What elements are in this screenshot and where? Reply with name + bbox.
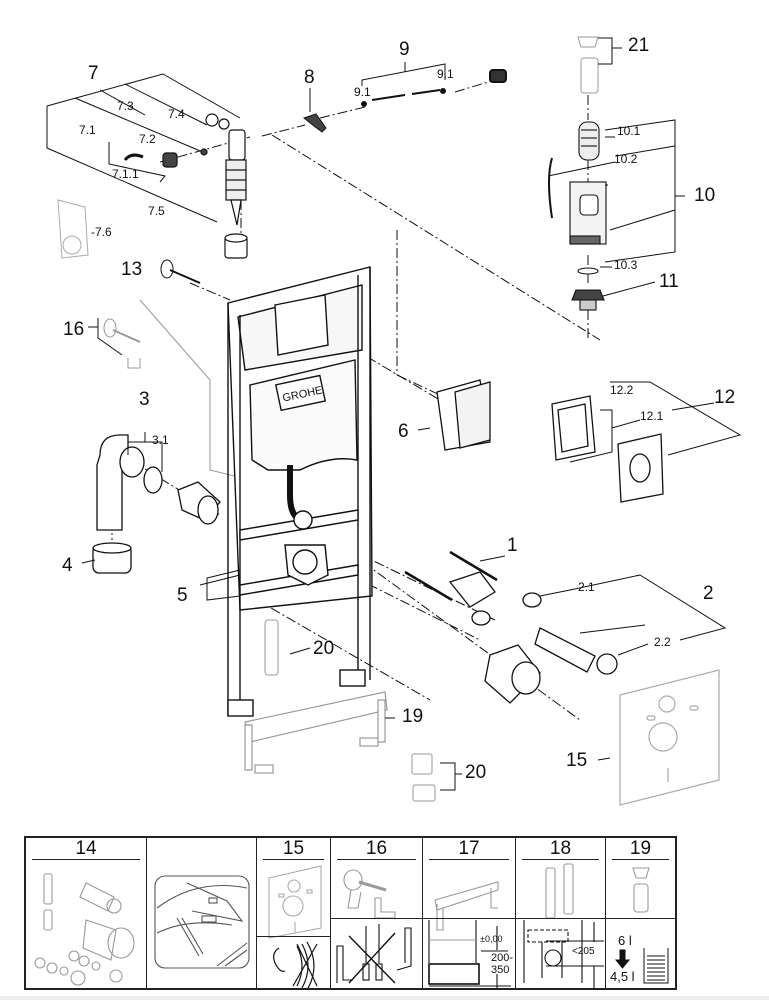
callout-21: 21	[628, 35, 650, 56]
callout-10: 10	[694, 185, 716, 206]
legend-cell-19: 19 6 l 4,5 l	[606, 838, 675, 988]
callout-9.1-right: 9.1	[437, 67, 454, 81]
callout-7: 7	[88, 63, 99, 84]
callout-12: 12	[714, 387, 736, 408]
callout-10.2: 10.2	[614, 152, 638, 166]
max-height-note: <205	[572, 946, 595, 957]
flush-volume-icon	[614, 948, 669, 984]
callout-19: 19	[402, 706, 424, 727]
wall-hung-toilet-icon	[154, 875, 250, 969]
callout-1: 1	[507, 535, 518, 556]
callout-13: 13	[121, 259, 143, 280]
callout-4: 4	[62, 555, 73, 576]
legend-cell-16: 16	[331, 838, 423, 988]
part21-valve-parts	[577, 36, 622, 94]
legend-cell-toilet	[147, 838, 257, 988]
full-flush-volume: 6 l	[618, 933, 632, 948]
installation-frame	[227, 266, 373, 717]
callout-12.1: 12.1	[640, 409, 664, 423]
height-max-note: 350	[491, 964, 510, 976]
legend-cell-15: 15	[257, 838, 331, 988]
exploded-parts-diagram: GROHE	[46, 36, 742, 806]
flush-plate-part12	[551, 395, 664, 503]
brackets-part20	[264, 619, 436, 802]
no-wall-anchors-icon	[336, 924, 412, 984]
part8-clip	[302, 113, 327, 133]
insulation-pad-icon	[268, 865, 322, 939]
floor-support-part19	[244, 691, 388, 774]
callout-9: 9	[399, 39, 410, 60]
spare-parts-bag-7.6	[57, 199, 89, 259]
callout-20-bottom: 20	[465, 762, 487, 783]
no-noise-icon	[273, 941, 318, 988]
legend-title-18: 18	[522, 839, 599, 860]
callout-2.2: 2.2	[654, 635, 671, 649]
callout-5: 5	[177, 585, 188, 606]
flush-bend-part3	[92, 434, 221, 574]
legend-title-19: 19	[612, 839, 669, 860]
frame-feet-height-icon	[523, 920, 604, 988]
zero-level-note: ±0,00	[480, 934, 503, 944]
callout-2.1: 2.1	[578, 580, 595, 594]
callout-7.1: 7.1	[79, 123, 96, 137]
callout-20-top: 20	[313, 638, 335, 659]
callout-7.4: 7.4	[168, 107, 185, 121]
callout-7.5: 7.5	[148, 204, 165, 218]
callout-15: 15	[566, 750, 588, 771]
callout-3.1: 3.1	[152, 433, 169, 447]
callout-12.2: 12.2	[610, 383, 634, 397]
callout-7.1.1: 7.1.1	[112, 167, 139, 181]
inspection-box-part6	[436, 379, 491, 451]
callout-16: 16	[63, 319, 85, 340]
legend-cell-18: 18 <205	[516, 838, 606, 988]
callout-10.1: 10.1	[617, 124, 641, 138]
callout-2: 2	[703, 583, 714, 604]
callout-11: 11	[659, 271, 679, 292]
legend-cell-17: 17 ±0,00 200- 350	[423, 838, 516, 988]
legend-title-17: 17	[429, 839, 509, 860]
callout-8: 8	[304, 67, 315, 88]
legend-title-16: 16	[337, 839, 416, 860]
callout-6: 6	[398, 421, 409, 442]
callout-9.1-left: 9.1	[354, 85, 371, 99]
wall-bracket-16	[103, 318, 141, 369]
wall-bracket-13	[160, 259, 201, 284]
callout-7.2: 7.2	[139, 132, 156, 146]
part7-bracket-lines	[46, 73, 241, 223]
reduced-flush-volume: 4,5 l	[610, 969, 635, 984]
part10-flush-valve	[548, 121, 607, 311]
callout-10.3: 10.3	[614, 258, 638, 272]
grey-leader-lines	[139, 299, 251, 481]
legend-title-15: 15	[263, 839, 324, 860]
legend-cell-14: 14	[26, 838, 147, 988]
callout-7.6: -7.6	[91, 225, 112, 239]
fill-valve-part7	[123, 113, 248, 259]
bottom-edge	[0, 996, 769, 1000]
accessory-kit-icon	[34, 873, 135, 986]
floor-support-icon	[434, 881, 499, 931]
callout-7.3: 7.3	[117, 99, 134, 113]
floor-support-height-icon	[428, 920, 511, 988]
callout-3: 3	[139, 389, 150, 410]
legend-table: 14	[24, 836, 677, 990]
part9-hose	[361, 69, 507, 107]
dual-flush-valve-icon	[632, 867, 650, 913]
insulation-pad-part15	[619, 669, 720, 806]
connection-parts-1-2	[404, 550, 618, 704]
height-min-note: 200-	[491, 952, 514, 964]
legend-title-14: 14	[32, 839, 140, 860]
